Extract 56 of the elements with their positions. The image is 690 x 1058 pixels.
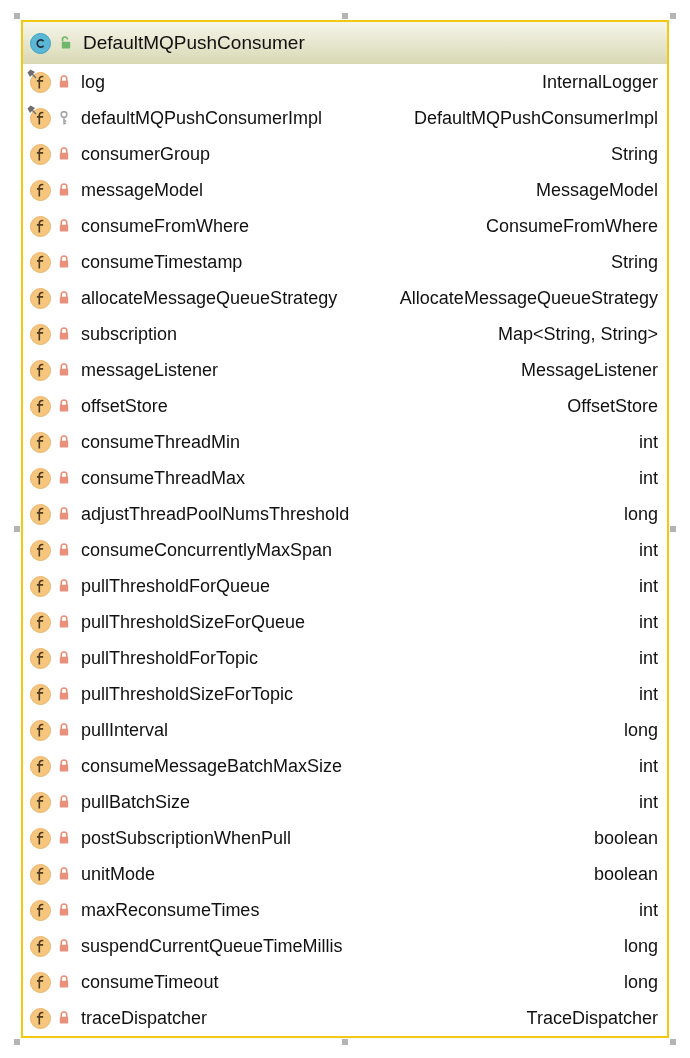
field-type: long: [623, 719, 658, 741]
field-type: String: [610, 143, 658, 165]
field-name: adjustThreadPoolNumsThreshold: [81, 503, 350, 525]
field-name: pullInterval: [81, 719, 169, 741]
field-type: ConsumeFromWhere: [485, 215, 658, 237]
field-name: unitMode: [81, 863, 156, 885]
field-type: int: [639, 755, 658, 777]
field-type: int: [639, 575, 658, 597]
field-type: boolean: [593, 863, 658, 885]
field-name: pullThresholdForQueue: [81, 575, 271, 597]
field-type: int: [639, 467, 658, 489]
field-type: int: [639, 647, 658, 669]
field-name: consumeFromWhere: [81, 215, 250, 237]
field-name: subscription: [81, 323, 178, 345]
field-type: int: [639, 539, 658, 561]
field-type: boolean: [593, 827, 658, 849]
field-name: consumeConcurrentlyMaxSpan: [81, 539, 333, 561]
field-type: MessageListener: [520, 359, 658, 381]
field-type: AllocateMessageQueueStrategy: [399, 287, 658, 309]
field-name: consumeTimeout: [81, 971, 219, 993]
field-name: consumerGroup: [81, 143, 211, 165]
field-name: consumeThreadMin: [81, 431, 241, 453]
field-type: Map<String, String>: [497, 323, 658, 345]
field-name: allocateMessageQueueStrategy: [81, 287, 338, 309]
field-name: consumeMessageBatchMaxSize: [81, 755, 343, 777]
class-name: DefaultMQPushConsumer: [83, 32, 305, 54]
field-name: pullThresholdForTopic: [81, 647, 259, 669]
field-type: int: [639, 431, 658, 453]
field-name: suspendCurrentQueueTimeMillis: [81, 935, 343, 957]
field-name: defaultMQPushConsumerImpl: [81, 107, 323, 129]
field-name: traceDispatcher: [81, 1007, 208, 1029]
field-type: DefaultMQPushConsumerImpl: [413, 107, 658, 129]
field-name: offsetStore: [81, 395, 168, 417]
field-name: messageModel: [81, 179, 204, 201]
field-name: maxReconsumeTimes: [81, 899, 260, 921]
field-type: long: [623, 971, 658, 993]
field-type: int: [639, 791, 658, 813]
field-type: OffsetStore: [567, 395, 658, 417]
field-name: messageListener: [81, 359, 219, 381]
field-type: int: [639, 899, 658, 921]
field-name: postSubscriptionWhenPull: [81, 827, 292, 849]
class-box: [21, 20, 669, 1038]
field-type: InternalLogger: [541, 71, 658, 93]
field-name: pullThresholdSizeForTopic: [81, 683, 294, 705]
field-type: String: [610, 251, 658, 273]
field-type: int: [639, 611, 658, 633]
field-type: int: [639, 683, 658, 705]
field-name: consumeThreadMax: [81, 467, 246, 489]
field-name: pullBatchSize: [81, 791, 191, 813]
field-name: consumeTimestamp: [81, 251, 243, 273]
field-type: TraceDispatcher: [526, 1007, 658, 1029]
field-type: long: [623, 935, 658, 957]
field-type: long: [623, 503, 658, 525]
field-name: log: [81, 71, 106, 93]
field-name: pullThresholdSizeForQueue: [81, 611, 306, 633]
field-type: MessageModel: [535, 179, 658, 201]
